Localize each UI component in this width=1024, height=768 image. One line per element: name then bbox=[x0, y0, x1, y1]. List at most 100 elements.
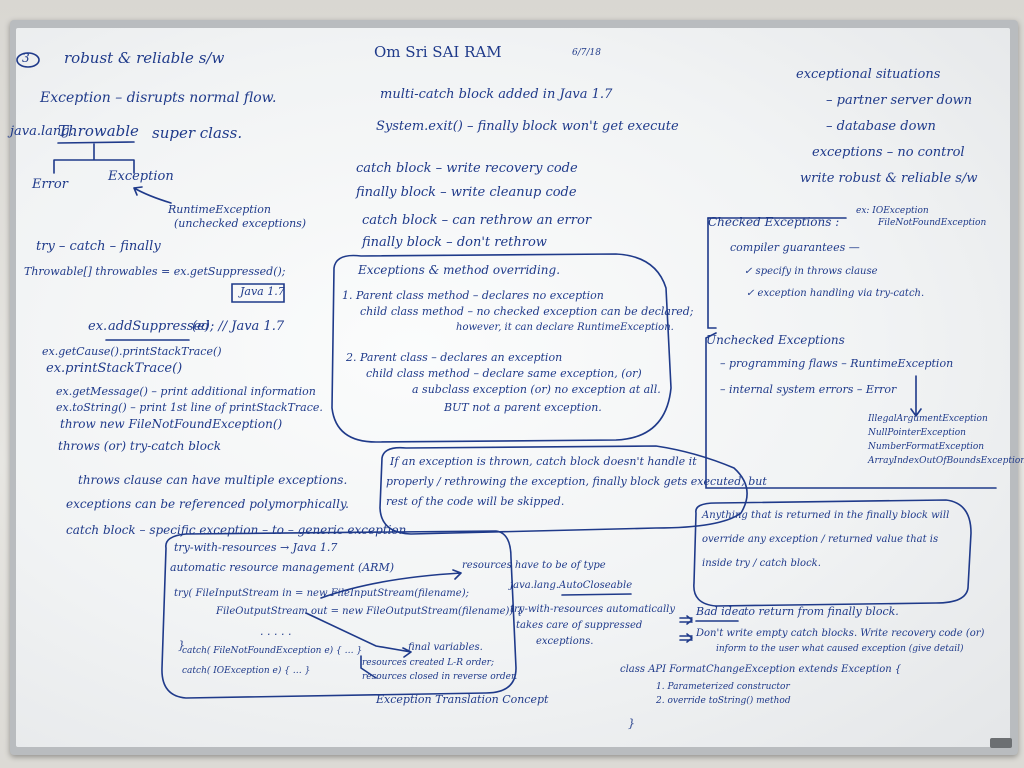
addsuppressed-prefix: ex. bbox=[88, 319, 108, 334]
polymorph-line: exceptions can be referenced polymorphic… bbox=[66, 497, 349, 511]
finally-cleanup-line: finally block – write cleanup code bbox=[356, 185, 577, 200]
try-catch-finally: try – catch – finally bbox=[36, 239, 161, 254]
anything-bubble bbox=[693, 499, 972, 607]
checked-example-2: FileNotFoundException bbox=[878, 218, 987, 228]
exception-handling: ✓ exception handling via try-catch. bbox=[746, 288, 925, 299]
unchecked-title: Unchecked Exceptions bbox=[706, 333, 845, 347]
try-fis-line: try( FileInputStream in = new FileInputS… bbox=[174, 588, 469, 599]
robust-title: robust & reliable s/w bbox=[64, 49, 225, 67]
fos-line: FileOutputStream out = new FileOutputStr… bbox=[216, 606, 523, 617]
multicatch-line: multi-catch block added in Java 1.7 bbox=[380, 87, 613, 102]
throws-clause-line: throws clause can have multiple exceptio… bbox=[78, 473, 348, 487]
compiler-guarantees: compiler guarantees — bbox=[730, 241, 860, 254]
res-created: resources created L-R order; bbox=[362, 658, 495, 668]
twr-arrow-1 bbox=[320, 569, 462, 599]
exception-definition: Exception – disrupts normal flow. bbox=[40, 90, 277, 106]
override-tostring: 2. override toString() method bbox=[656, 696, 791, 706]
throwable-underline bbox=[57, 141, 135, 144]
catch-recovery-line: catch block – write recovery code bbox=[356, 161, 578, 176]
getmessage-line: ex.getMessage() – print additional infor… bbox=[56, 385, 316, 398]
throws-or-line: throws (or) try-catch block bbox=[58, 439, 221, 453]
database-down: – database down bbox=[826, 119, 936, 134]
unchecked-exceptions-label: (unchecked exceptions) bbox=[174, 217, 307, 230]
board-header: Om Sri SAI RAM bbox=[374, 43, 502, 61]
twr-dots: . . . . . bbox=[260, 625, 292, 638]
override-1b: child class method – no checked exceptio… bbox=[360, 305, 694, 318]
java17-box bbox=[231, 283, 285, 303]
board-date: 6/7/18 bbox=[572, 48, 601, 58]
unchecked-bracket bbox=[705, 332, 997, 489]
twr-title: try-with-resources → Java 1.7 bbox=[174, 541, 338, 554]
programming-flaws: – programming flaws – RuntimeException bbox=[720, 357, 954, 370]
internal-errors: – internal system errors – Error bbox=[720, 383, 897, 396]
checked-bracket bbox=[707, 217, 717, 329]
twr-bubble bbox=[161, 530, 517, 699]
bad-idea-rest: to return from finally block. bbox=[744, 605, 899, 618]
nfe-label: NumberFormatException bbox=[868, 442, 985, 452]
thrown-line-1: If an exception is thrown, catch block d… bbox=[390, 455, 697, 468]
partner-down: – partner server down bbox=[826, 93, 973, 108]
thrown-bubble bbox=[379, 445, 748, 535]
override-2d: BUT not a parent exception. bbox=[444, 401, 602, 414]
printstacktrace-line: ex.printStackTrace() bbox=[46, 361, 183, 376]
finally-norethrow-line: finally block – don't rethrow bbox=[362, 235, 547, 250]
ink-strokes bbox=[16, 52, 997, 699]
inform-line: inform to the user what caused exception… bbox=[716, 644, 964, 654]
override-1a: 1. Parent class method – declares no exc… bbox=[342, 289, 604, 302]
arm-line: automatic resource management (ARM) bbox=[170, 561, 395, 574]
checked-example-1: ex: IOException bbox=[856, 206, 929, 216]
write-robust: write robust & reliable s/w bbox=[800, 171, 978, 186]
error-label: Error bbox=[32, 177, 68, 192]
situations-title: exceptional situations bbox=[796, 67, 941, 82]
override-1c: however, it can declare RuntimeException… bbox=[456, 322, 674, 333]
addsuppressed-word: addSuppressed bbox=[108, 319, 210, 334]
anything-line-1: Anything that is returned in the finally… bbox=[702, 510, 950, 521]
res-type: resources have to be of type bbox=[462, 560, 606, 571]
no-control: exceptions – no control bbox=[812, 145, 965, 160]
whiteboard-surface: 3 robust & reliable s/w Exception – disr… bbox=[10, 28, 1024, 747]
sysexit-line: System.exit() – finally block won't get … bbox=[376, 119, 679, 134]
specify-throws: ✓ specify in throws clause bbox=[744, 266, 878, 277]
twr-close-brace: } bbox=[178, 639, 185, 652]
bad-idea-word: Bad idea bbox=[696, 605, 745, 618]
catch-fnf-line: catch( FileNotFoundException e) { … } bbox=[182, 646, 363, 656]
specific-generic-line: catch block – specific exception – to – … bbox=[66, 523, 407, 537]
thrown-line-2: properly / rethrowing the exception, fin… bbox=[386, 475, 767, 488]
takes-care: takes care of suppressed bbox=[516, 620, 643, 631]
runtime-exception-label: RuntimeException bbox=[168, 203, 271, 216]
thrown-line-3: rest of the code will be skipped. bbox=[386, 495, 565, 508]
number-label: 3 bbox=[22, 51, 30, 65]
number-circle bbox=[16, 52, 40, 68]
arrow-dont-write bbox=[679, 633, 693, 643]
checked-title: Checked Exceptions : bbox=[708, 215, 840, 229]
twr-exceptions: exceptions. bbox=[536, 636, 594, 647]
runtime-list-arrow bbox=[910, 375, 922, 417]
tostring-line: ex.toString() – print 1st line of printS… bbox=[56, 401, 323, 414]
addsuppressed-rest: (e); // Java 1.7 bbox=[192, 319, 285, 334]
res-closed: resources closed in reverse order. bbox=[362, 672, 518, 682]
twr-auto: try-with-resources automatically bbox=[510, 604, 676, 615]
bottom-brace: } bbox=[628, 717, 635, 730]
final-variables: final variables. bbox=[408, 642, 483, 653]
anything-line-2: override any exception / returned value … bbox=[702, 534, 939, 545]
whiteboard-frame: 3 robust & reliable s/w Exception – disr… bbox=[10, 20, 1024, 755]
override-2b: child class method – declare same except… bbox=[366, 367, 642, 380]
override-2a: 2. Parent class – declares an exception bbox=[346, 351, 563, 364]
aioobe-label: ArrayIndexOutOfBoundsException bbox=[868, 456, 1024, 466]
exception-label: Exception bbox=[108, 169, 174, 184]
override-bubble bbox=[331, 253, 672, 443]
catch-rethrow-line: catch block – can rethrow an error bbox=[362, 213, 592, 228]
override-2c: a subclass exception (or) no exception a… bbox=[412, 383, 661, 396]
super-class-label: super class. bbox=[152, 124, 243, 142]
catch-io-line: catch( IOException e) { … } bbox=[182, 666, 311, 676]
throwable-word: Throwable bbox=[58, 122, 139, 140]
getsuppressed-line: Throwable[] throwables = ex.getSuppresse… bbox=[24, 265, 286, 278]
marker-tray-item bbox=[990, 738, 1012, 748]
autocloseable: java.lang.AutoCloseable bbox=[510, 580, 633, 591]
anything-line-3: inside try / catch block. bbox=[702, 558, 821, 569]
arrow-bad-idea bbox=[679, 615, 693, 625]
npe-label: NullPointerException bbox=[868, 428, 966, 438]
thrownew-line: throw new FileNotFoundException() bbox=[60, 417, 283, 431]
iae-label: IllegalArgumentException bbox=[868, 414, 988, 424]
throwable-tree bbox=[53, 143, 135, 174]
